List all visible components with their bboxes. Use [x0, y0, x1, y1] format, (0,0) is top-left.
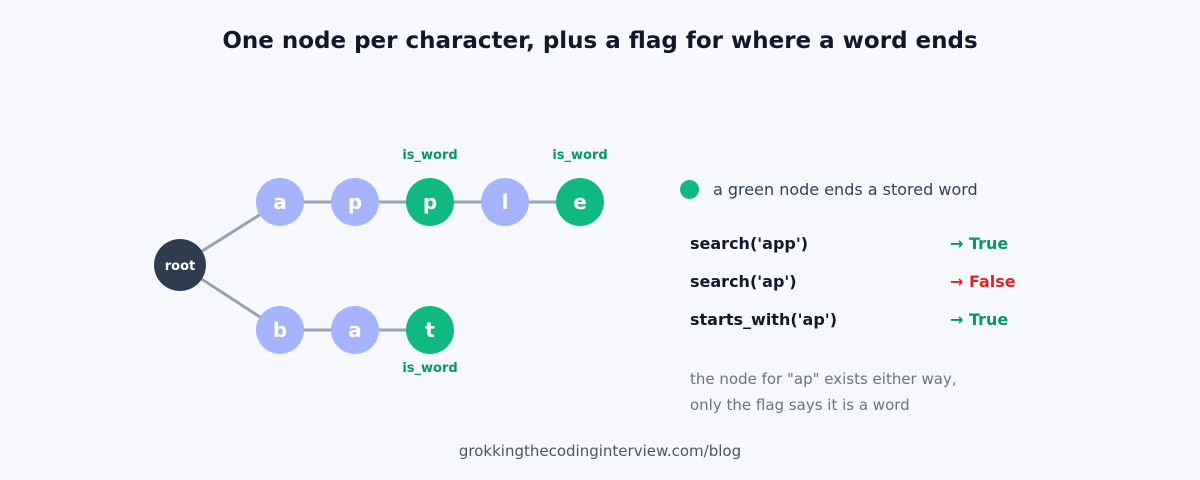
root-node [154, 239, 206, 291]
node-char: l [502, 190, 509, 214]
query-call: search('ap') [690, 272, 797, 291]
word-end-node [556, 178, 604, 226]
is-word-flag: is_word [402, 148, 457, 163]
query-result: → True [950, 234, 1009, 253]
trie-node [331, 178, 379, 226]
query-row: search('ap') → False [690, 272, 1050, 291]
query-result: → False [950, 272, 1016, 291]
trie-node [256, 306, 304, 354]
node-char: b [273, 318, 287, 342]
legend-green-dot [680, 180, 699, 199]
query-call: starts_with('ap') [690, 310, 838, 329]
is-word-flag: is_word [402, 361, 457, 376]
legend-text: a green node ends a stored word [713, 180, 978, 199]
node-char: p [423, 190, 437, 214]
query-result: → True [950, 310, 1009, 329]
diagram-title: One node per character, plus a flag for … [222, 28, 978, 54]
is-word-flag: is_word [552, 148, 607, 163]
query-call: search('app') [690, 234, 809, 253]
note-line: the node for "ap" exists either way, [690, 370, 957, 388]
trie-node [331, 306, 379, 354]
note-line: only the flag says it is a word [690, 396, 910, 414]
footer-url: grokkingthecodinginterview.com/blog [458, 442, 742, 460]
trie-node [481, 178, 529, 226]
explanatory-note: the node for "ap" exists either way, onl… [690, 366, 957, 418]
node-char: t [425, 318, 435, 342]
word-end-node [406, 306, 454, 354]
query-row: search('app') → True [690, 234, 1050, 253]
node-char: a [273, 190, 287, 214]
legend: a green node ends a stored word [680, 180, 978, 199]
node-char: e [573, 190, 587, 214]
node-char: a [348, 318, 362, 342]
root-label: root [165, 259, 196, 274]
edges-layer [179, 200, 580, 332]
node-char: p [348, 190, 362, 214]
query-row: starts_with('ap') → True [690, 310, 1050, 329]
trie-node [256, 178, 304, 226]
word-end-node [406, 178, 454, 226]
